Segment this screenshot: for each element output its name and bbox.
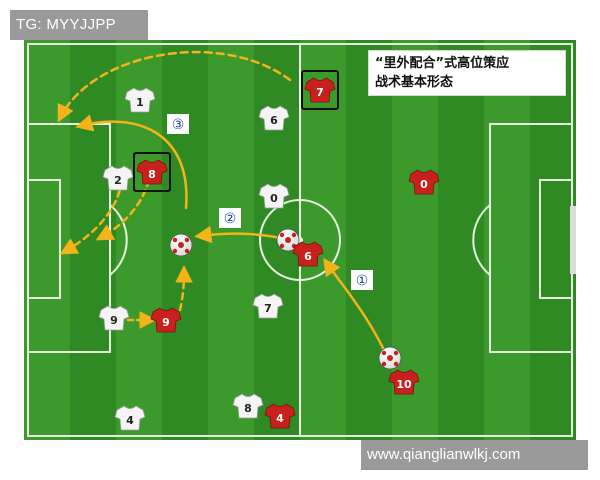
svg-text:③: ③	[172, 117, 185, 133]
red-player-7: 7	[301, 70, 339, 110]
ball-icon	[378, 346, 402, 370]
svg-text:①: ①	[356, 273, 369, 289]
red-player-8: 8	[133, 152, 171, 192]
player-number: 8	[148, 168, 156, 181]
ball-icon	[276, 228, 300, 252]
shirt-icon	[232, 393, 264, 419]
highlight-box	[301, 70, 339, 110]
diagram-title-box: “里外配合”式高位策应 战术基本形态	[368, 50, 566, 96]
shirt-icon	[304, 77, 336, 103]
player-number: 2	[114, 174, 122, 187]
shirt-icon	[124, 87, 156, 113]
white-player-4: 4	[114, 405, 146, 431]
football-pitch: 1 6 2 0 9 7 8 4 7 8 0 6 9 10 4 ① ② ③	[24, 40, 576, 440]
shirt-icon	[258, 183, 290, 209]
run-arrow-red7-long	[57, 50, 292, 123]
white-player-2: 2	[102, 165, 134, 191]
player-number: 7	[316, 86, 324, 99]
shirt-icon	[114, 405, 146, 431]
white-player-9: 9	[98, 305, 130, 331]
player-number: 10	[396, 378, 412, 391]
shirt-icon	[102, 165, 134, 191]
step-labels: ① ② ③	[167, 114, 373, 290]
shirt-icon	[258, 105, 290, 131]
player-number: 6	[304, 250, 312, 263]
shirt-icon	[150, 307, 182, 333]
player-number: 4	[276, 412, 284, 425]
bottom-watermark: www.qianglianwlkj.com	[361, 440, 588, 470]
player-number: 6	[270, 114, 278, 127]
shirt-icon	[264, 403, 296, 429]
player-number: 1	[136, 96, 144, 109]
run-arrow-red8-diag	[95, 178, 151, 241]
red-player-0: 0	[408, 169, 440, 195]
svg-text:②: ②	[224, 211, 237, 227]
run-arrow-red9-up	[175, 265, 193, 312]
right-goal	[570, 206, 576, 274]
shirt-icon	[98, 305, 130, 331]
player-number: 9	[162, 316, 170, 329]
white-player-7: 7	[252, 293, 284, 319]
run-arrow-red8-down	[59, 178, 124, 255]
pass-arrow-step2	[194, 225, 284, 244]
step-label-2: ②	[219, 208, 241, 228]
step-label-1: ①	[351, 270, 373, 290]
player-number: 7	[264, 302, 272, 315]
white-player-0: 0	[258, 183, 290, 209]
top-watermark: TG: MYYJJPP	[10, 10, 148, 40]
pass-arrow-step1	[323, 257, 386, 352]
red-player-10: 10	[388, 369, 420, 395]
player-number: 4	[126, 414, 134, 427]
red-player-4: 4	[264, 403, 296, 429]
shirt-icon	[292, 241, 324, 267]
white-player-6: 6	[258, 105, 290, 131]
player-number: 9	[110, 314, 118, 327]
shirt-icon	[252, 293, 284, 319]
white-player-1: 1	[124, 87, 156, 113]
title-line-2: 战术基本形态	[375, 75, 454, 90]
step-label-3: ③	[167, 114, 189, 134]
player-number: 0	[270, 192, 278, 205]
players: 1 6 2 0 9 7 8 4 7 8 0 6 9 10 4	[98, 70, 440, 431]
run-arrow-step3	[75, 114, 188, 210]
movement-arrows	[57, 50, 386, 352]
ball-icon	[169, 233, 193, 257]
red-player-6: 6	[292, 241, 324, 267]
player-number: 0	[420, 178, 428, 191]
shirt-icon	[408, 169, 440, 195]
white-player-8: 8	[232, 393, 264, 419]
red-player-9: 9	[150, 307, 182, 333]
player-number: 8	[244, 402, 252, 415]
balls	[169, 228, 402, 370]
highlight-box	[133, 152, 171, 192]
shirt-icon	[388, 369, 420, 395]
title-line-1: “里外配合”式高位策应	[375, 56, 510, 71]
shirt-icon	[136, 159, 168, 185]
